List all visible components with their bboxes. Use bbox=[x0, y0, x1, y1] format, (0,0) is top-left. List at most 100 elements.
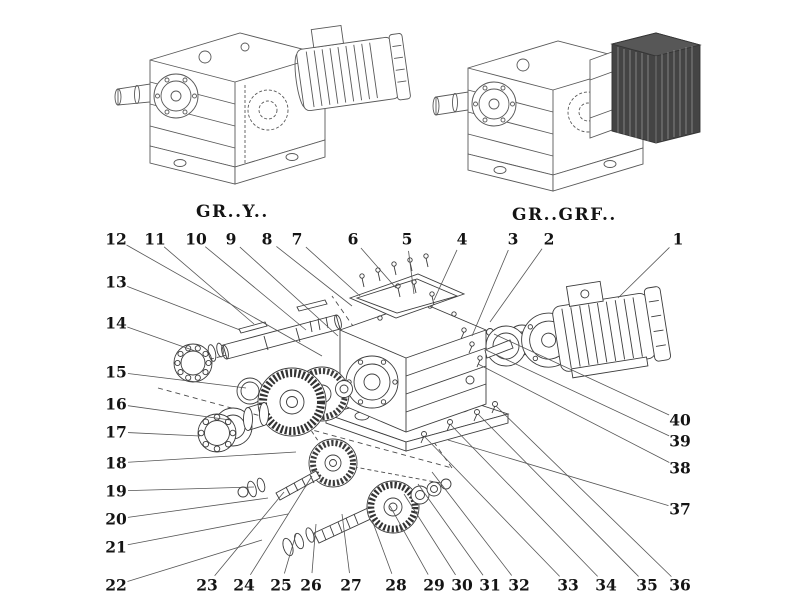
motor-left-view bbox=[294, 24, 411, 112]
leader-line-15 bbox=[127, 373, 247, 389]
leader-line-25 bbox=[284, 533, 297, 574]
leader-line-40 bbox=[493, 333, 670, 416]
small-ring bbox=[335, 380, 353, 398]
callout-36: 36 bbox=[669, 575, 691, 595]
spacer-sleeve bbox=[243, 402, 269, 431]
leader-line-19 bbox=[127, 486, 255, 492]
variant-label-gr-grf: GR..GRF.. bbox=[512, 205, 617, 225]
leader-line-13 bbox=[127, 285, 241, 331]
callout-12: 12 bbox=[105, 229, 127, 249]
brake-motor-dark bbox=[610, 32, 702, 144]
callout-19: 19 bbox=[105, 481, 127, 501]
callout-10: 10 bbox=[185, 229, 207, 249]
assembled-view-gr-grf bbox=[432, 32, 702, 192]
housing-top-cover bbox=[348, 273, 466, 319]
small-washers bbox=[237, 477, 266, 498]
leader-line-36 bbox=[495, 405, 672, 577]
leader-line-23 bbox=[214, 491, 285, 577]
lower-rings bbox=[410, 478, 452, 505]
output-shaft-left-view bbox=[114, 83, 151, 106]
leader-line-9 bbox=[239, 246, 339, 337]
gear-housing bbox=[324, 301, 510, 452]
leader-line-8 bbox=[276, 246, 353, 307]
callout-18: 18 bbox=[105, 453, 127, 473]
leader-line-34 bbox=[449, 423, 598, 577]
assembled-view-gr-y bbox=[114, 24, 411, 185]
leader-line-39 bbox=[485, 349, 670, 437]
leader-line-1 bbox=[617, 247, 670, 299]
callout-7: 7 bbox=[291, 229, 303, 249]
callout-5: 5 bbox=[401, 229, 413, 249]
flange-bolts bbox=[460, 327, 498, 368]
callout-27: 27 bbox=[340, 575, 362, 595]
lower-end-caps bbox=[282, 527, 315, 557]
pinion-shaft bbox=[275, 470, 321, 501]
input-flange-left bbox=[153, 73, 199, 119]
front-ball-bearing bbox=[197, 413, 237, 453]
leader-line-38 bbox=[477, 363, 670, 463]
leader-line-24 bbox=[250, 475, 313, 576]
leader-line-35 bbox=[477, 413, 639, 577]
output-shaft-right-view bbox=[432, 91, 469, 116]
leader-line-4 bbox=[433, 249, 458, 301]
cover-bolts bbox=[359, 253, 435, 306]
leader-line-16 bbox=[127, 405, 231, 421]
output-shaft bbox=[221, 314, 342, 360]
leader-line-11 bbox=[163, 246, 255, 325]
callout-16: 16 bbox=[105, 394, 127, 414]
callout-25: 25 bbox=[270, 575, 292, 595]
leader-line-7 bbox=[305, 246, 361, 297]
leader-line-32 bbox=[431, 471, 512, 576]
callout-40: 40 bbox=[669, 410, 691, 430]
leader-line-33 bbox=[423, 435, 560, 577]
motor bbox=[521, 280, 672, 379]
callout-17: 17 bbox=[105, 422, 127, 442]
shaft-keys bbox=[238, 299, 328, 334]
callout-32: 32 bbox=[508, 575, 530, 595]
leader-line-26 bbox=[311, 523, 317, 574]
callout-38: 38 bbox=[669, 458, 691, 478]
callout-35: 35 bbox=[636, 575, 658, 595]
leader-line-27 bbox=[341, 513, 350, 574]
callout-26: 26 bbox=[300, 575, 322, 595]
leader-line-31 bbox=[417, 483, 484, 576]
leader-lines bbox=[126, 244, 672, 582]
callout-24: 24 bbox=[233, 575, 255, 595]
leader-line-3 bbox=[471, 249, 509, 337]
callout-21: 21 bbox=[105, 537, 127, 557]
callout-13: 13 bbox=[105, 272, 127, 292]
shaft-washers bbox=[207, 342, 224, 362]
callout-3: 3 bbox=[507, 229, 519, 249]
callout-14: 14 bbox=[105, 313, 127, 333]
callout-29: 29 bbox=[423, 575, 445, 595]
callout-11: 11 bbox=[144, 229, 166, 249]
callout-31: 31 bbox=[479, 575, 501, 595]
callout-39: 39 bbox=[669, 431, 691, 451]
callout-30: 30 bbox=[451, 575, 473, 595]
callout-6: 6 bbox=[347, 229, 359, 249]
callout-8: 8 bbox=[261, 229, 273, 249]
callout-1: 1 bbox=[672, 229, 684, 249]
leader-line-18 bbox=[127, 451, 297, 463]
callout-15: 15 bbox=[105, 362, 127, 382]
callout-33: 33 bbox=[557, 575, 579, 595]
callout-2: 2 bbox=[543, 229, 555, 249]
leader-line-14 bbox=[127, 326, 199, 353]
leader-line-12 bbox=[126, 244, 323, 357]
callout-4: 4 bbox=[456, 229, 468, 249]
leader-line-30 bbox=[403, 493, 456, 576]
callout-9: 9 bbox=[225, 229, 237, 249]
callout-28: 28 bbox=[385, 575, 407, 595]
leader-line-29 bbox=[389, 505, 429, 575]
roller-bearing bbox=[173, 343, 213, 383]
leader-line-22 bbox=[127, 539, 263, 582]
lower-gear bbox=[366, 480, 420, 534]
leader-line-37 bbox=[447, 439, 669, 506]
feet-left-view bbox=[149, 139, 326, 185]
leader-line-17 bbox=[127, 432, 201, 437]
leader-line-20 bbox=[127, 497, 269, 518]
intermediate-gear bbox=[308, 438, 358, 488]
large-gear bbox=[257, 367, 327, 437]
